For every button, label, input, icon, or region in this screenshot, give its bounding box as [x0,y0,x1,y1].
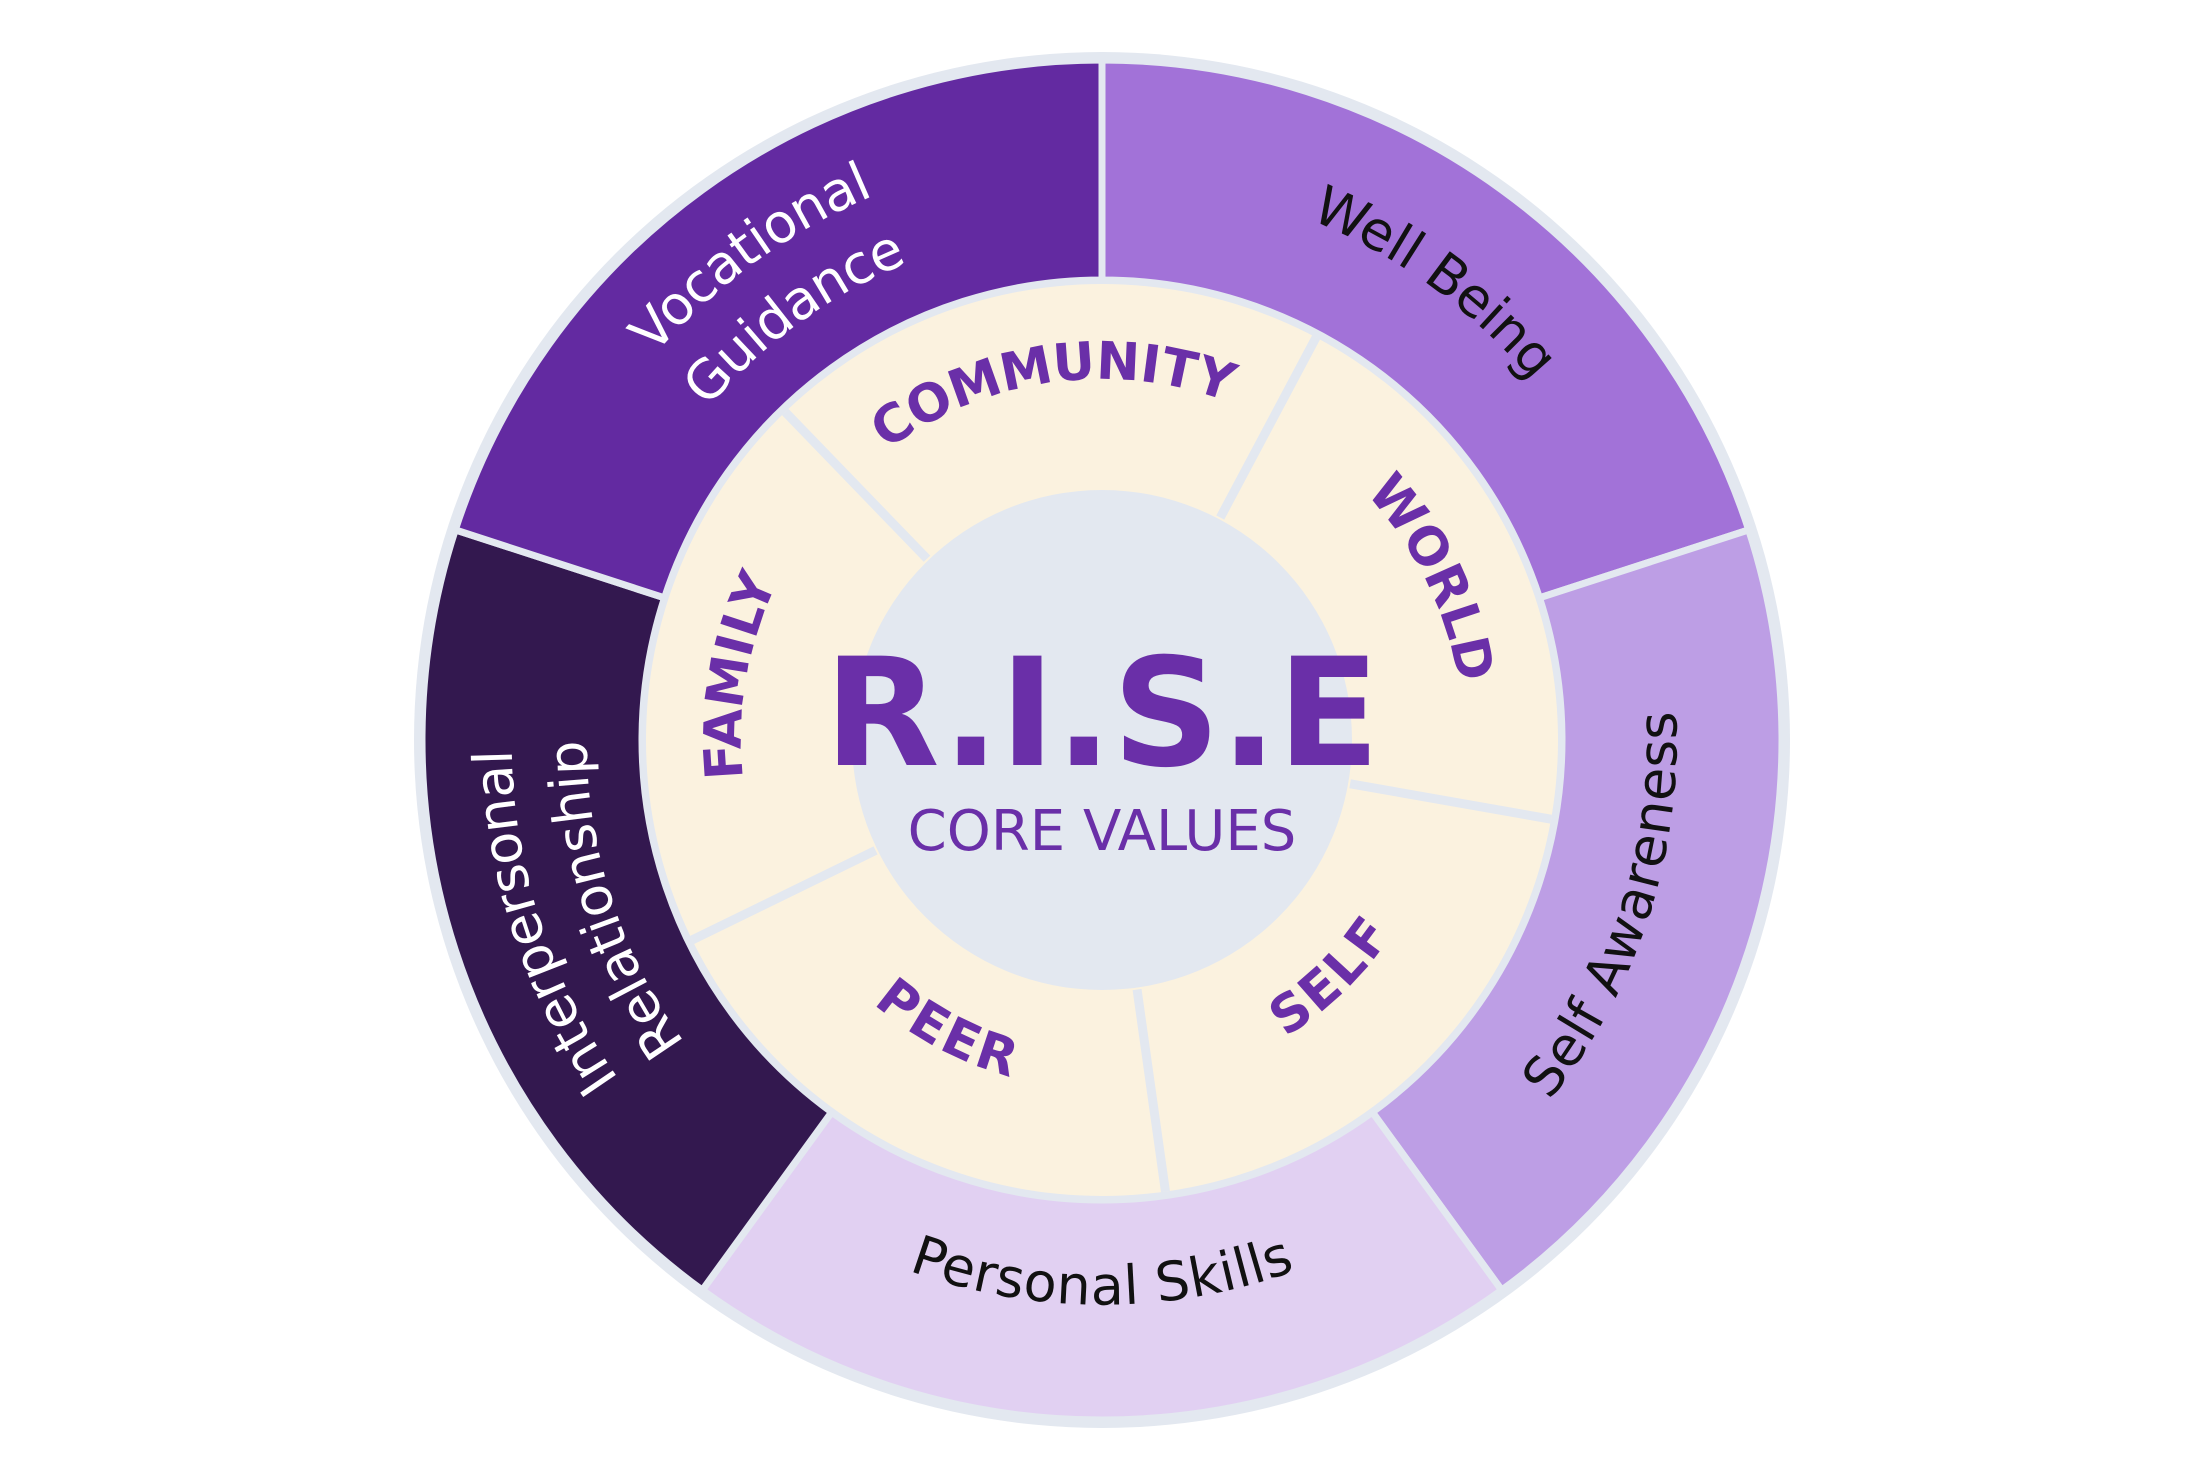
outer-segment-vocational-guidance [450,56,1106,603]
inner-divider-5 [781,408,938,570]
inner-divider-3 [1131,979,1170,1193]
inner-divider-4 [690,842,887,944]
outer-segment-personal-skills [697,1107,1507,1424]
center-subtitle: CORE VALUES [908,799,1297,864]
center-hub: R.I.S.E CORE VALUES [824,490,1380,990]
inner-divider-2 [1339,777,1552,824]
outer-segment-self-awareness [1367,525,1786,1296]
center-circle [852,490,1352,990]
inner-divider-1 [1211,335,1321,529]
outer-segment-well-being [1098,56,1754,603]
center-title: R.I.S.E [824,627,1380,801]
outer-segment-interpersonal-relationship [418,525,837,1296]
